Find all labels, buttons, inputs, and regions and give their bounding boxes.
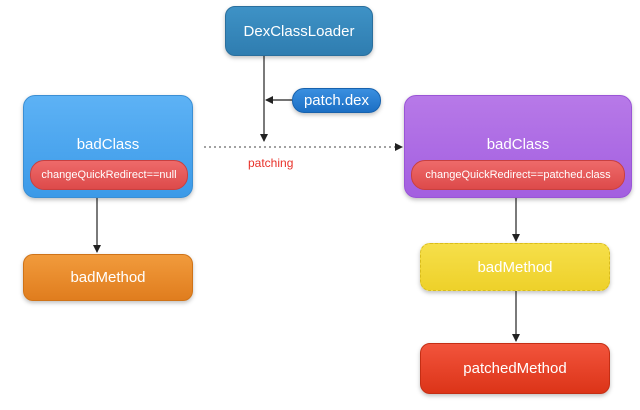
dex-class-loader-node: DexClassLoader: [225, 6, 373, 56]
bad-class-left-title: badClass: [76, 136, 140, 153]
patching-edge-label: patching: [248, 156, 294, 170]
patched-method-node: patchedMethod: [420, 343, 610, 394]
bad-method-right-node: badMethod: [420, 243, 610, 291]
dex-class-loader-label: DexClassLoader: [243, 22, 355, 40]
change-quick-redirect-null-field: changeQuickRedirect==null: [30, 160, 188, 190]
bad-method-right-label: badMethod: [477, 258, 553, 276]
bad-class-right-title: badClass: [486, 136, 550, 153]
bad-method-left-label: badMethod: [70, 269, 146, 286]
patch-dex-label: patch.dex: [303, 92, 370, 109]
patch-dex-node: patch.dex: [292, 88, 381, 113]
bad-class-right-node: badClass changeQuickRedirect==patched.cl…: [404, 95, 632, 198]
patched-method-label: patchedMethod: [463, 360, 567, 377]
bad-class-left-node: badClass changeQuickRedirect==null: [23, 95, 193, 198]
bad-method-left-node: badMethod: [23, 254, 193, 301]
change-quick-redirect-patched-field: changeQuickRedirect==patched.class: [411, 160, 625, 190]
